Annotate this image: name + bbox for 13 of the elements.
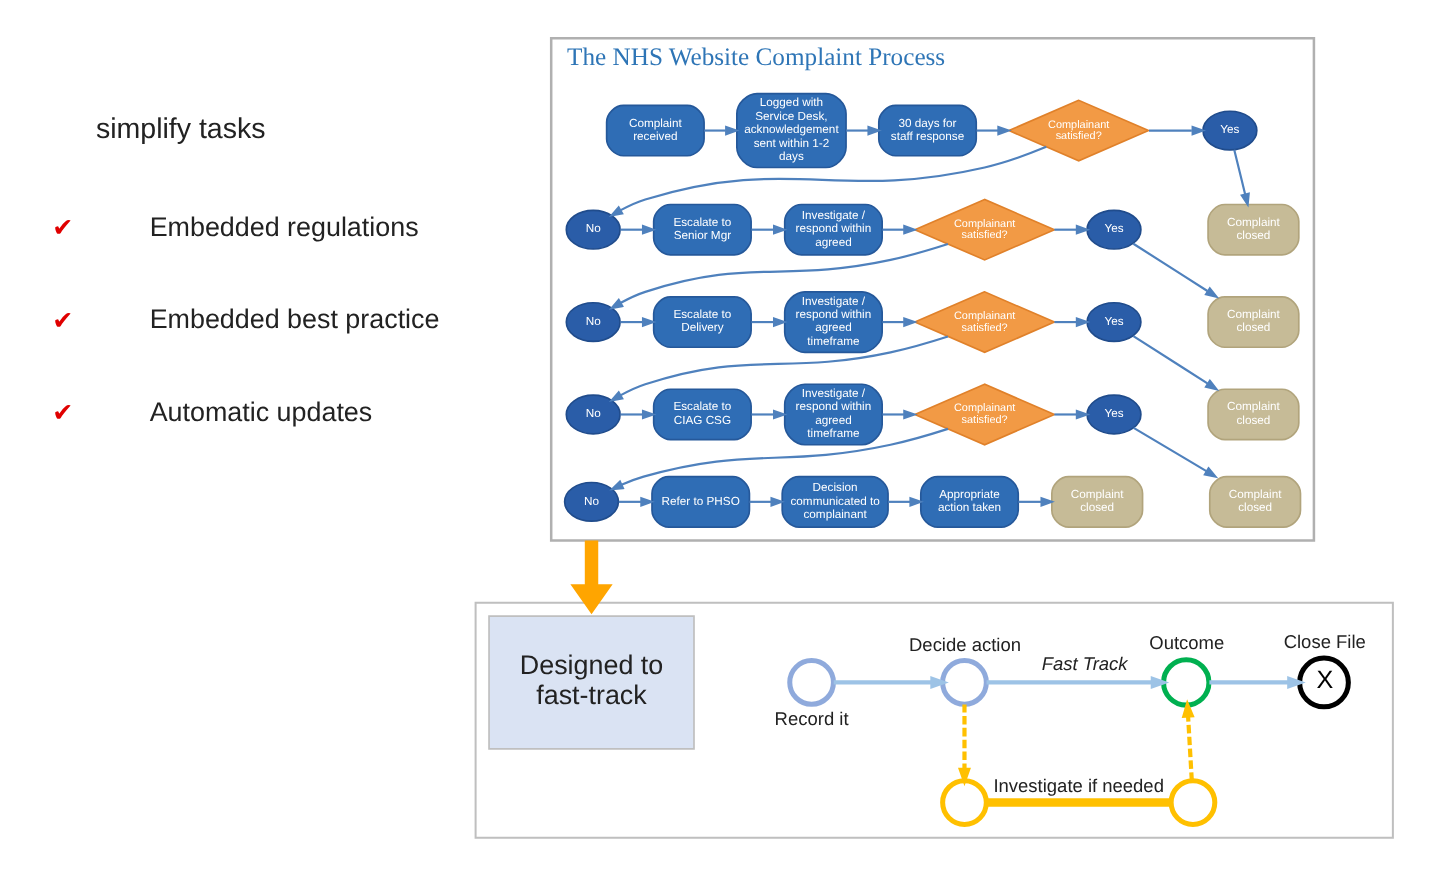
edge-label: Investigate if needed — [993, 776, 1164, 797]
label: ✔ — [52, 397, 74, 428]
label: Automatic updates — [149, 396, 373, 427]
node-label: Record it — [774, 708, 849, 729]
node-label: Outcome — [1149, 633, 1225, 654]
label: Embedded best practice — [149, 304, 440, 335]
label: ✔ — [52, 212, 74, 243]
label: simplify tasks — [95, 114, 266, 147]
edge-label: Fast Track — [1041, 654, 1128, 675]
node-label: Close File — [1283, 631, 1366, 652]
label: ✔ — [52, 304, 74, 335]
node-label: Decide action — [909, 635, 1021, 656]
label: Embedded regulations — [149, 212, 419, 243]
